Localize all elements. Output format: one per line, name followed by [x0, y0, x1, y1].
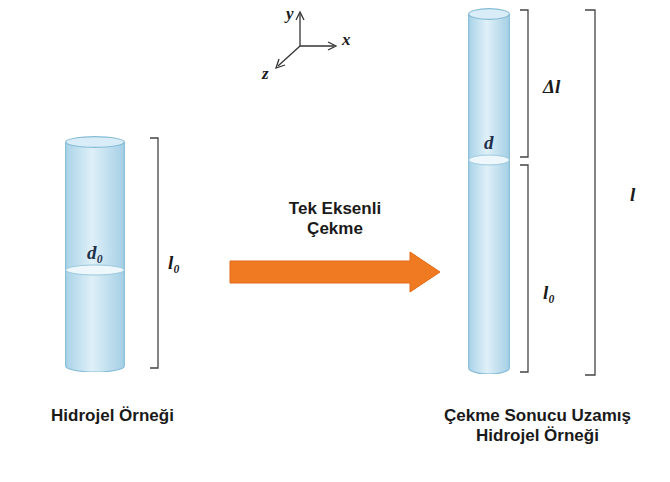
process-arrow	[230, 252, 440, 292]
hydrogel-cylinder: d₀	[65, 136, 125, 372]
axis-label: y	[286, 4, 294, 24]
bracket	[520, 165, 528, 372]
cylinder-shape	[468, 8, 510, 374]
axis-label: x	[342, 30, 351, 50]
hydrogel-cylinder: d	[468, 8, 510, 374]
bracket	[585, 10, 595, 375]
axes-symbol	[276, 12, 336, 68]
axis-label: z	[262, 64, 269, 84]
dimension-label: l₀	[543, 282, 555, 304]
caption-label: Hidrojel Örneği	[5, 406, 220, 426]
bracket	[520, 10, 528, 157]
dimension-label: Δl	[543, 76, 560, 98]
bracket	[150, 138, 158, 368]
dimension-label: l₀	[168, 252, 180, 274]
dimension-brackets	[150, 10, 595, 375]
arrow-label: Tek Eksenli Çekme	[275, 199, 395, 240]
dimension-label: l	[630, 184, 635, 206]
diameter-label: d	[484, 133, 494, 152]
diameter-label: d₀	[87, 243, 103, 262]
caption-label: Çekme Sonucu Uzamış Hidrojel Örneği	[430, 406, 645, 445]
